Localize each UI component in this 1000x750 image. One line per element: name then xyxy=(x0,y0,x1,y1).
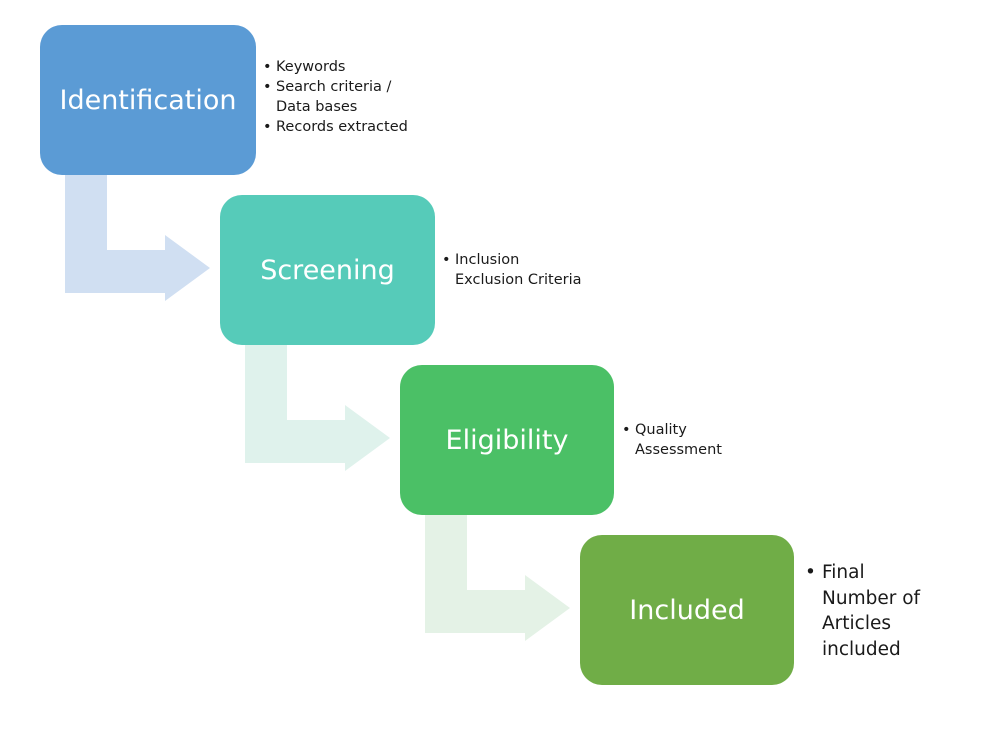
connector-arrow-eligibility-included xyxy=(425,515,570,641)
included-label: Included xyxy=(629,594,745,626)
connector-arrow-screening-eligibility xyxy=(245,345,390,471)
identification-label: Identification xyxy=(59,84,237,116)
included-box: Included xyxy=(580,535,794,685)
note-records-extracted: Records extracted xyxy=(263,117,433,137)
connector-arrow-identification-screening xyxy=(65,175,210,301)
eligibility-box: Eligibility xyxy=(400,365,614,515)
screening-box: Screening xyxy=(220,195,435,345)
screening-label: Screening xyxy=(260,254,395,286)
note-search-criteria: Search criteria /Data bases xyxy=(263,77,433,117)
note-keywords: Keywords xyxy=(263,57,433,77)
identification-box: Identification xyxy=(40,25,256,175)
eligibility-label: Eligibility xyxy=(445,424,569,456)
identification-notes: Keywords Search criteria /Data bases Rec… xyxy=(263,57,433,137)
